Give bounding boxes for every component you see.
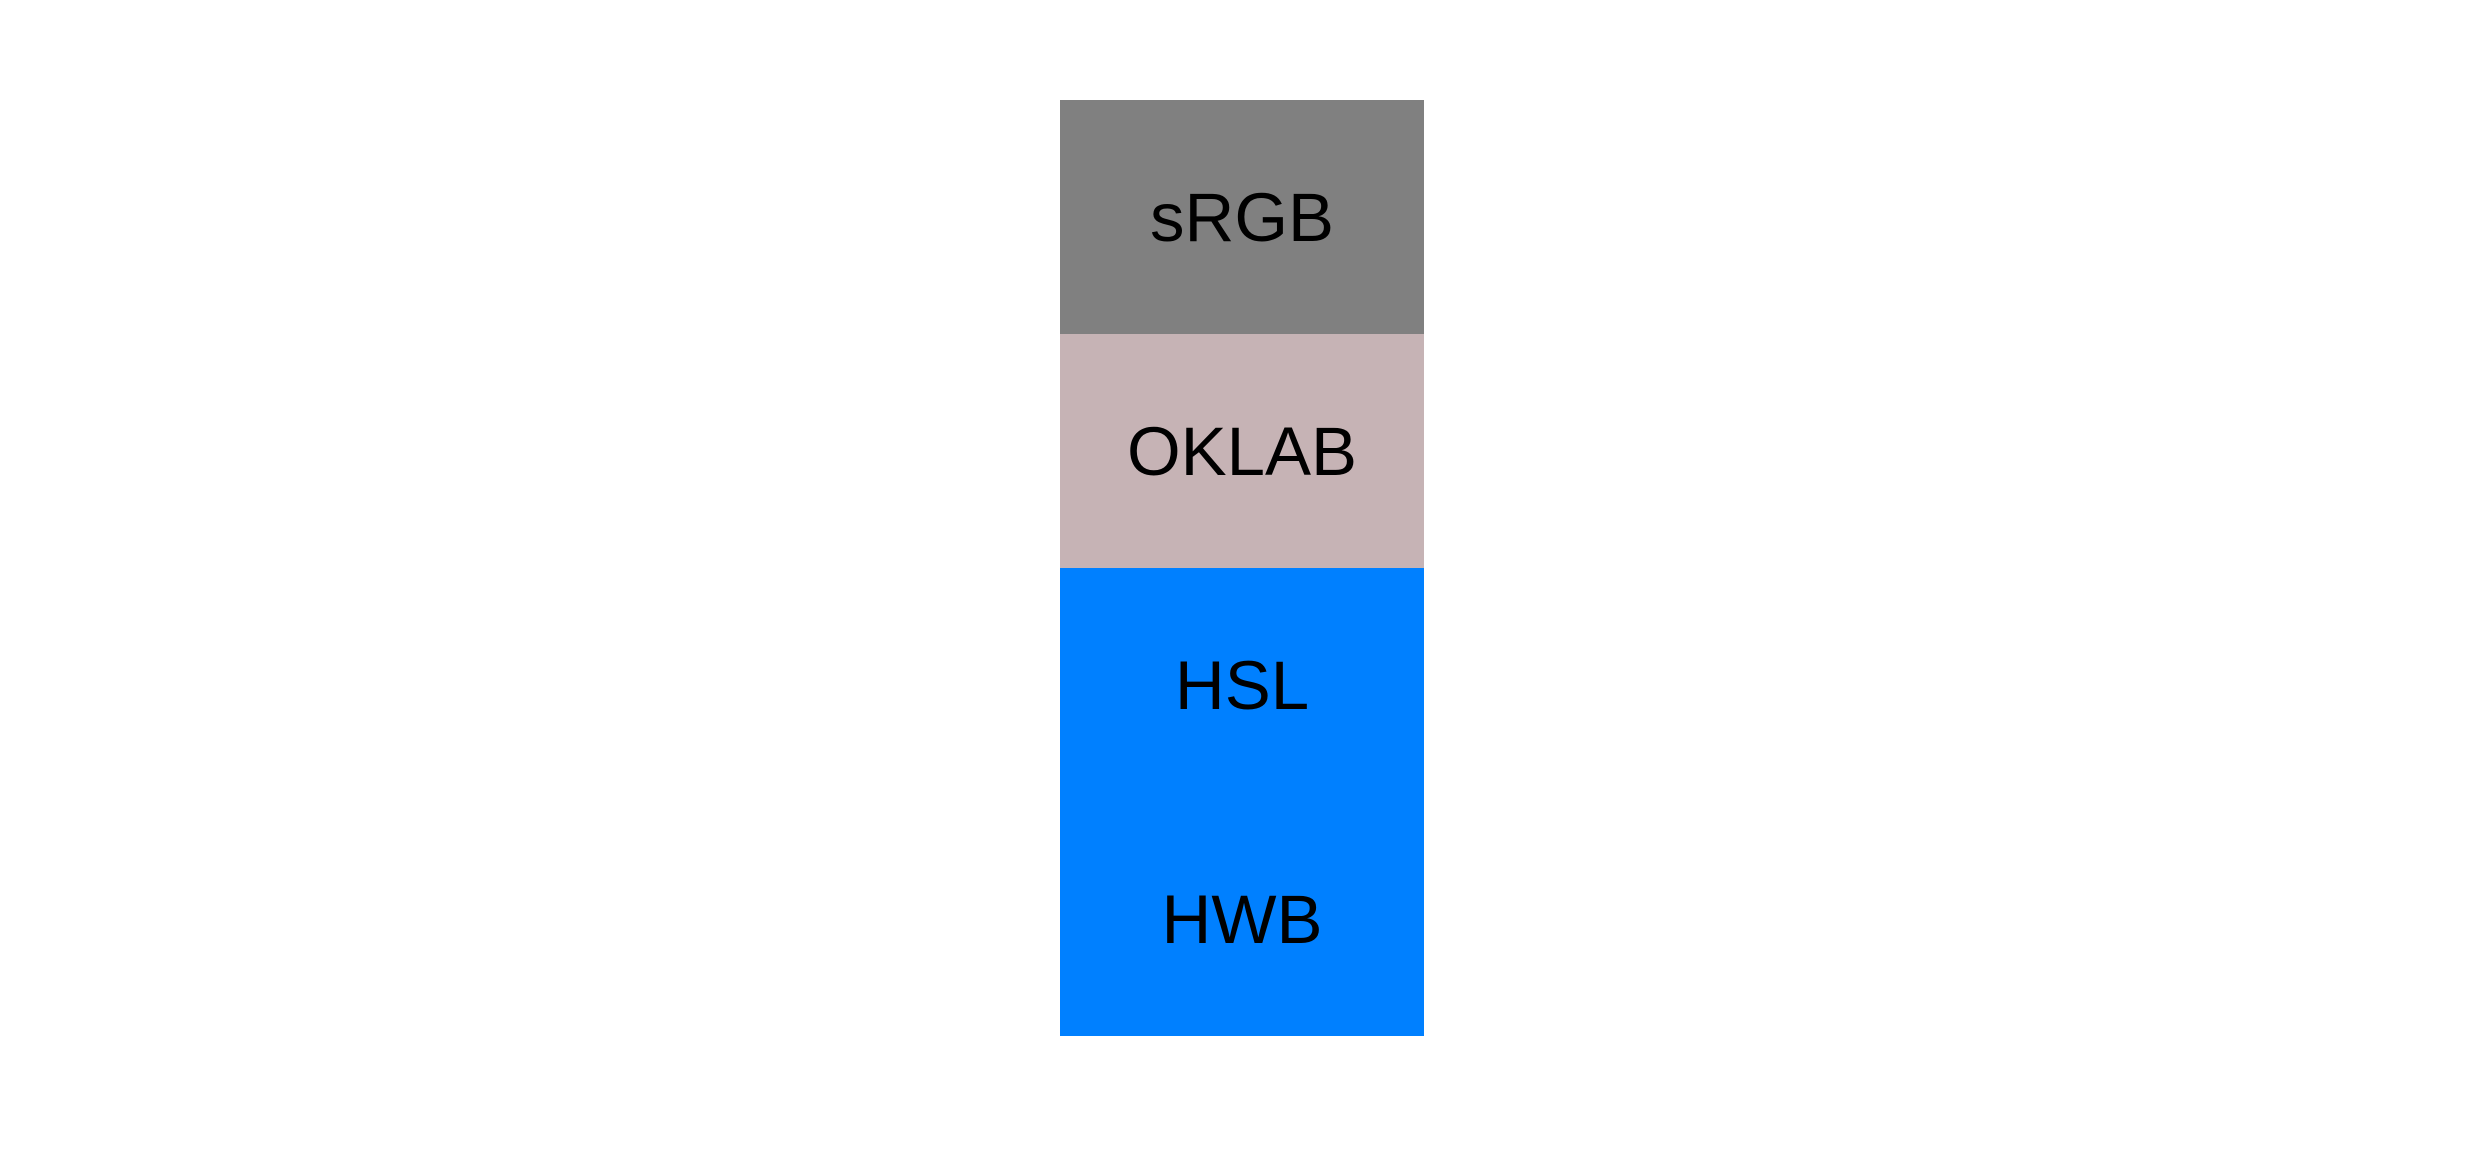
swatch-label-hwb: HWB <box>1161 880 1323 958</box>
swatch-block-hsl[interactable]: HSL <box>1060 568 1424 802</box>
swatch-label-hsl: HSL <box>1174 646 1310 724</box>
swatch-block-hwb[interactable]: HWB <box>1060 802 1424 1036</box>
swatch-block-srgb[interactable]: sRGB <box>1060 100 1424 334</box>
swatch-block-oklab[interactable]: OKLAB <box>1060 334 1424 568</box>
swatch-label-srgb: sRGB <box>1149 178 1335 256</box>
swatch-label-oklab: OKLAB <box>1126 412 1358 490</box>
color-space-swatch-stack: sRGB OKLAB HSL HWB <box>1060 100 1424 1036</box>
